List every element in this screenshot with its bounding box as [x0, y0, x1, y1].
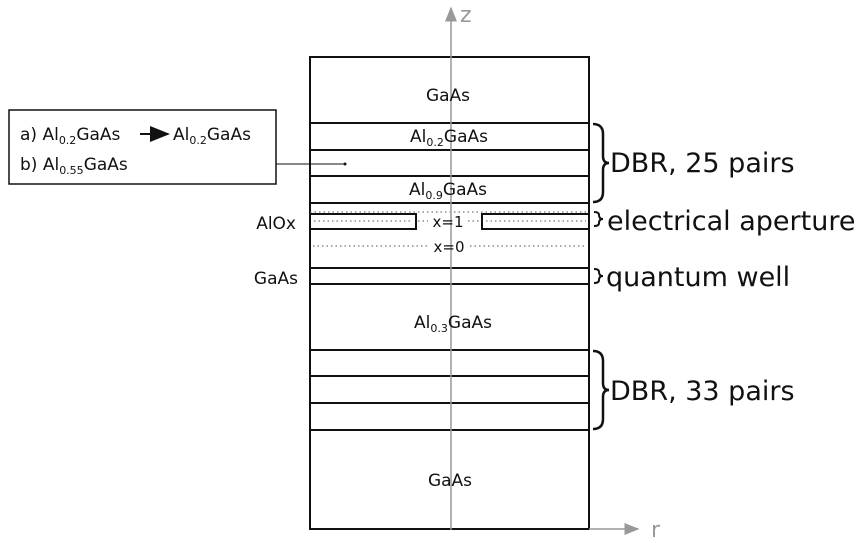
- al09-label: Al0.9GaAs: [409, 180, 487, 202]
- brace-quantum-well: [593, 268, 604, 284]
- brace-dbr-bottom: [592, 349, 610, 431]
- dbr-top-label: DBR, 25 pairs: [610, 148, 795, 179]
- z-axis-label: z: [460, 3, 472, 28]
- legend-box: [8, 109, 277, 185]
- brace-dbr-top: [592, 122, 610, 204]
- oxide-left: [309, 213, 417, 230]
- x0-label: x=0: [434, 238, 465, 256]
- al03-label: Al0.3GaAs: [414, 313, 492, 335]
- top-gaas-label: GaAs: [426, 86, 470, 106]
- quantum-well-label: quantum well: [606, 262, 790, 293]
- legend-item-a: a) Al0.2GaAs: [20, 125, 121, 147]
- dotted-guides: [310, 211, 589, 247]
- layer-boundaries: [310, 122, 589, 431]
- dbr-bottom-label: DBR, 33 pairs: [610, 376, 795, 407]
- alox-label: AlOx: [256, 214, 296, 234]
- legend-item-a-target: Al0.2GaAs: [173, 125, 251, 147]
- bottom-gaas-label: GaAs: [428, 471, 472, 491]
- r-axis-label: r: [651, 518, 661, 539]
- gaas-side-label: GaAs: [254, 269, 298, 289]
- aperture-label: electrical aperture: [607, 206, 855, 237]
- al02-label: Al0.2GaAs: [410, 127, 488, 149]
- brace-aperture: [593, 211, 604, 227]
- x1-label: x=1: [433, 213, 464, 231]
- legend-item-b: b) Al0.55GaAs: [20, 155, 128, 177]
- device-stack: [309, 56, 590, 530]
- oxide-right: [481, 213, 590, 230]
